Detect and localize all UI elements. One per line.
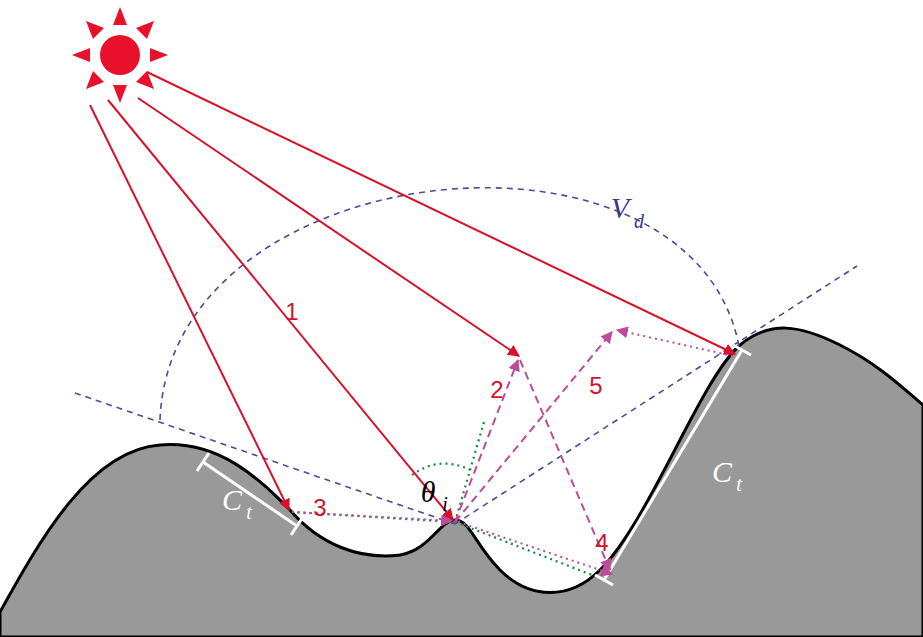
symbol-letter: V [611,193,629,223]
symbol-subscript: i [442,494,448,514]
symbol-subscript: d [634,211,644,231]
callout-number: 4 [595,531,608,555]
sun [72,7,168,103]
symbol-subscript: t [246,502,252,522]
callout-number: 5 [589,374,602,398]
symbol-letter: θ [421,477,436,507]
callout-number: 1 [285,300,298,324]
symbol-letter: C [222,485,242,515]
callout-number: 2 [490,378,503,402]
reflected-rays [292,330,733,574]
symbol-letter: C [712,457,732,487]
view-lines [292,422,600,578]
solar-rays [90,72,735,520]
ct-brackets [197,345,751,585]
symbol-subscript: t [736,474,742,494]
callout-number: 3 [313,496,326,520]
terrain [0,328,923,637]
